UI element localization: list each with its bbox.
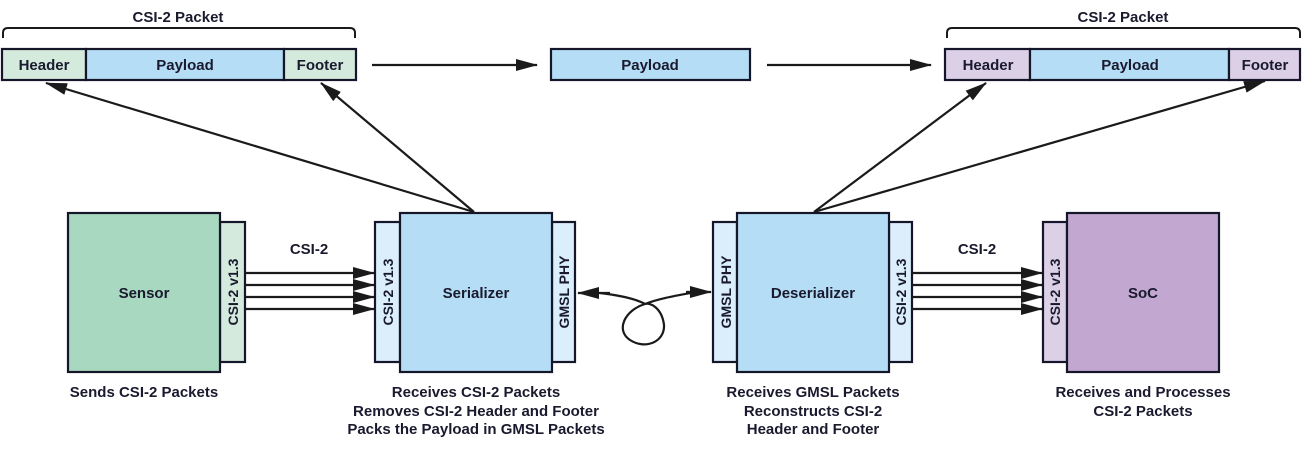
deserializer-caption-line-3: Header and Footer [747,421,880,438]
left-packet-footer-box [282,47,358,82]
serializer-port-out-label: GMSL PHY [556,255,572,329]
soc-caption-line-2: CSI-2 Packets [1093,403,1192,420]
gmsl-cable [577,286,712,346]
left-packet-brace [2,27,356,38]
left-packet-header-label: Header [19,57,70,74]
right-packet-payload-label: Payload [1101,57,1159,74]
deserializer-label: Deserializer [771,285,855,302]
serializer-block: Serializer CSI-2 v1.3 GMSL PHY Receives … [347,211,605,438]
serializer-csi2-port [373,220,402,364]
soc-port-label: CSI-2 v1.3 [1047,258,1063,325]
deserializer-caption-line-1: Receives GMSL Packets [726,384,899,401]
left-csi2-packet: CSI-2 Packet Header Payload Footer [0,9,358,82]
deserializer-gmsl-port [711,220,739,364]
right-packet-header-label: Header [963,57,1014,74]
right-packet-payload-box [1028,47,1231,82]
arrow-serializer-to-header [45,81,475,214]
deserializer-block: Deserializer GMSL PHY CSI-2 v1.3 Receive… [711,211,914,438]
sensor-block: Sensor CSI-2 v1.3 Sends CSI-2 Packets [66,211,247,401]
deserializer-port-in-label: GMSL PHY [718,255,734,329]
deserializer-caption-line-2: Reconstructs CSI-2 [744,403,882,420]
serializer-box [398,211,554,374]
csi2-lanes-left [245,267,375,315]
sensor-csi2-port [218,220,247,364]
middle-payload-box [549,47,752,82]
middle-payload-label: Payload [621,57,679,74]
soc-box [1065,211,1221,374]
sensor-port-label: CSI-2 v1.3 [225,258,241,325]
serializer-caption-line-2: Removes CSI-2 Header and Footer [353,403,599,420]
right-packet-footer-label: Footer [1242,57,1289,74]
right-packet-footer-box [1227,47,1302,82]
serializer-label: Serializer [443,285,510,302]
soc-block: SoC CSI-2 v1.3 Receives and Processes CS… [1041,211,1231,420]
csi2-lanes-right [912,267,1043,315]
sensor-caption-line-1: Sends CSI-2 Packets [70,384,218,401]
soc-caption-line-1: Receives and Processes [1055,384,1230,401]
serializer-port-in-label: CSI-2 v1.3 [380,258,396,325]
sensor-box [66,211,222,374]
right-packet-title: CSI-2 Packet [1078,9,1169,26]
gmsl-payload: Payload [549,47,752,82]
left-packet-payload-box [84,47,286,82]
serializer-caption-line-1: Receives CSI-2 Packets [392,384,560,401]
left-packet-footer-label: Footer [297,57,344,74]
soc-label: SoC [1128,285,1158,302]
left-packet-header-box [0,47,88,82]
link-label-deserializer-soc: CSI-2 [958,241,996,258]
sensor-label: Sensor [119,285,170,302]
right-packet-brace [946,27,1301,38]
left-packet-payload-label: Payload [156,57,214,74]
arrow-deserializer-to-footer [813,79,1266,214]
deserializer-box [735,211,891,374]
left-packet-title: CSI-2 Packet [133,9,224,26]
arrow-serializer-to-footer [320,82,475,213]
deserializer-port-out-label: CSI-2 v1.3 [893,258,909,325]
right-csi2-packet: CSI-2 Packet Header Payload Footer [943,9,1302,82]
gmsl-cable-loop [599,290,697,346]
serializer-caption-line-3: Packs the Payload in GMSL Packets [347,421,604,438]
link-label-sensor-serializer: CSI-2 [290,241,328,258]
arrow-deserializer-to-header [813,82,987,213]
